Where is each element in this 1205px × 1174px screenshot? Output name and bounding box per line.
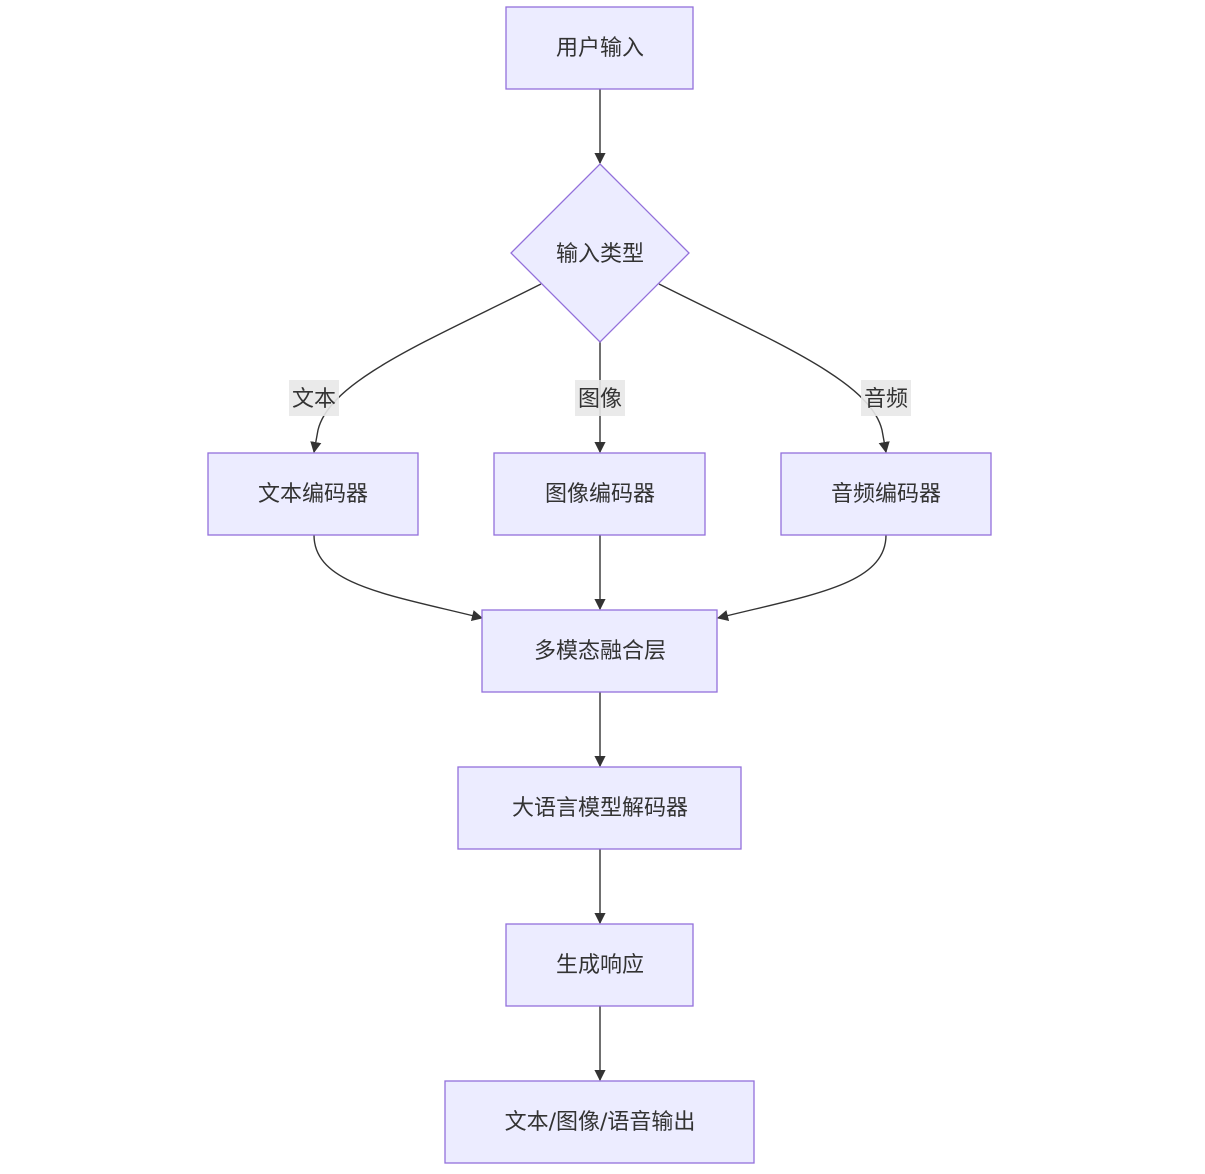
node-output-label: 文本/图像/语音输出: [505, 1110, 696, 1135]
node-input-type-label: 输入类型: [556, 242, 644, 267]
edge-input-type-to-text-encoder: [310, 283, 542, 454]
edges: [310, 89, 890, 1082]
node-image-encoder: 图像编码器: [493, 452, 706, 536]
node-llm-decoder-label: 大语言模型解码器: [512, 796, 688, 821]
edge-label-text-value: 文本: [292, 387, 336, 412]
node-input-type-decision: 输入类型: [510, 163, 690, 343]
node-llm-decoder: 大语言模型解码器: [457, 766, 742, 850]
node-user-input: 用户输入: [505, 6, 694, 90]
edge-label-image: 图像: [575, 380, 625, 416]
node-generate-response: 生成响应: [505, 923, 694, 1007]
node-generate-response-label: 生成响应: [556, 953, 644, 978]
edge-label-image-value: 图像: [578, 387, 622, 412]
edge-audio-encoder-to-fusion: [716, 534, 887, 621]
edge-label-text: 文本: [289, 380, 339, 416]
node-fusion-layer: 多模态融合层: [481, 609, 718, 693]
edge-input-type-to-audio-encoder: [658, 283, 890, 454]
node-text-encoder: 文本编码器: [207, 452, 419, 536]
node-user-input-label: 用户输入: [556, 36, 644, 61]
node-image-encoder-label: 图像编码器: [545, 482, 655, 507]
node-text-encoder-label: 文本编码器: [258, 482, 368, 507]
node-audio-encoder: 音频编码器: [780, 452, 992, 536]
node-audio-encoder-label: 音频编码器: [831, 482, 941, 507]
edge-label-audio-value: 音频: [864, 387, 908, 412]
node-fusion-layer-label: 多模态融合层: [534, 639, 666, 664]
edge-text-encoder-to-fusion: [313, 534, 484, 621]
node-output: 文本/图像/语音输出: [444, 1080, 755, 1164]
edge-label-audio: 音频: [861, 380, 911, 416]
